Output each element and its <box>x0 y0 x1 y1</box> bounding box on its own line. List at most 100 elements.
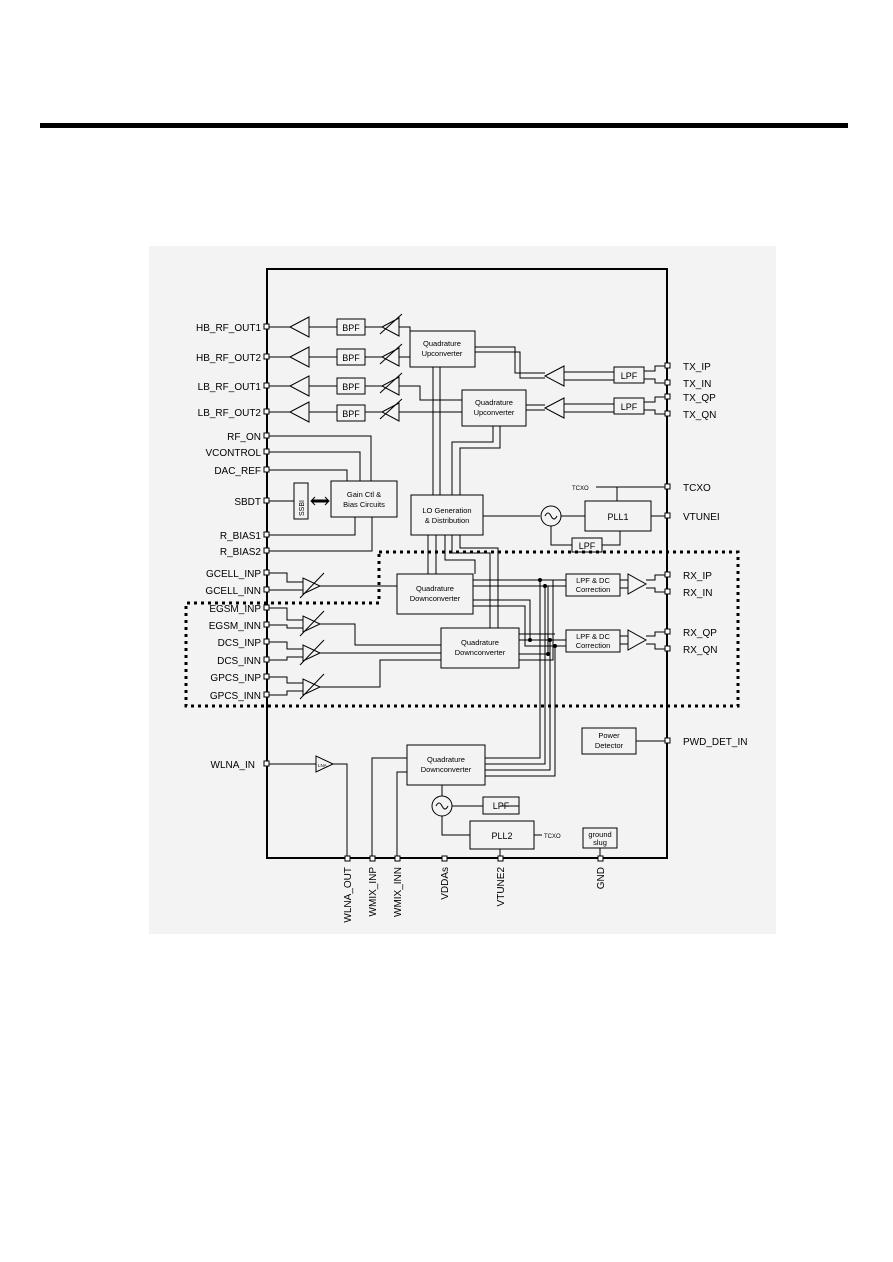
lpf-dc-correction-q <box>565 629 621 653</box>
lpf-dc-q-line2: Correction <box>576 641 611 650</box>
pll1-label: PLL1 <box>607 512 628 522</box>
pa-amplifiers <box>288 316 310 423</box>
gain-ctl-line2: Bias Circuits <box>343 500 385 509</box>
pin-label: VTUNE2 <box>496 867 507 907</box>
pin-label: HB_RF_OUT2 <box>196 353 261 364</box>
upconv1-line2: Upconverter <box>422 349 463 358</box>
quadrature-downconverter-2 <box>440 627 520 669</box>
pins <box>263 323 671 862</box>
pin-label: DCS_INP <box>218 638 262 649</box>
lo-distribution-tx <box>432 367 501 495</box>
lo-gen-line1: LO Generation <box>422 506 471 515</box>
pin-label: TX_QN <box>683 410 716 421</box>
quadrature-downconverter-1 <box>396 573 474 615</box>
rx-lna-amplifiers <box>302 577 335 773</box>
upconv2-line1: Quadrature <box>475 398 513 407</box>
rx-lna-arrows <box>299 572 325 700</box>
pin-label: TX_QP <box>683 393 716 404</box>
pin-label: RX_IP <box>683 571 712 582</box>
power-det-line2: Detector <box>595 741 624 750</box>
pin-label: TCXO <box>683 483 711 494</box>
pin-label: PWD_DET_IN <box>683 737 747 748</box>
pin-label: LB_RF_OUT1 <box>198 382 262 393</box>
pin-label: RX_IN <box>683 588 712 599</box>
pin-label: WLNA_IN <box>211 760 255 771</box>
pin-label: RX_QN <box>683 645 717 656</box>
lpf-dc-i-line2: Correction <box>576 585 611 594</box>
pin-label: EGSM_INP <box>209 604 261 615</box>
vga-amplifiers <box>380 317 400 422</box>
ssbi-label: SSBI <box>299 500 306 516</box>
lpf-label: LPF <box>621 402 638 412</box>
quadrature-downconverter-3 <box>406 744 486 786</box>
upconv1-line1: Quadrature <box>423 339 461 348</box>
lo-gen-line2: & Distribution <box>425 516 470 525</box>
lo-distribution-rx <box>427 535 499 628</box>
pin-label: DAC_REF <box>214 466 261 477</box>
tcxo-pll2-label: TCXO <box>544 834 561 840</box>
tcxo-internal-label: TCXO <box>572 486 589 492</box>
upconv2-line2: Upconverter <box>474 408 515 417</box>
wlan-dc-lines <box>485 580 556 777</box>
pin-label: GPCS_INN <box>210 691 261 702</box>
pin-label: TX_IP <box>683 362 711 373</box>
pin-label: SBDT <box>234 497 261 508</box>
bpf-label: BPF <box>342 353 360 363</box>
lpf-tx-q <box>613 397 645 415</box>
downconv2-line1: Quadrature <box>461 638 499 647</box>
downconv1-line1: Quadrature <box>416 584 454 593</box>
lpf-tx-i <box>613 366 645 384</box>
rx-region-dotted <box>184 550 740 708</box>
downconv3-line2: Downconverter <box>421 765 472 774</box>
pin-label: R_BIAS2 <box>220 547 262 558</box>
gain-ctl-bias-block <box>330 480 398 518</box>
vga-arrows <box>379 313 403 420</box>
bpf-label: BPF <box>342 409 360 419</box>
pin-label: EGSM_INN <box>209 621 261 632</box>
pin-label: WMIX_INP <box>368 867 379 917</box>
lpf-label: LPF <box>579 541 596 551</box>
quadrature-upconverter-1 <box>409 330 476 368</box>
pin-label: VTUNEI <box>683 512 720 523</box>
pin-label: WLNA_OUT <box>343 867 354 923</box>
pin-label: WMIX_INN <box>393 867 404 917</box>
pin-label: HB_RF_OUT1 <box>196 323 261 334</box>
downconv1-line2: Downconverter <box>410 594 461 603</box>
lpf-dc-i-line1: LPF & DC <box>576 576 610 585</box>
lo-generation-block <box>410 494 484 536</box>
block-diagram-background <box>149 246 776 934</box>
lna-label: LNA <box>318 763 327 768</box>
header-rule <box>40 123 848 128</box>
pin-label: GCELL_INN <box>205 586 261 597</box>
ground-slug-line1: ground <box>588 830 611 839</box>
gain-ctl-line1: Gain Ctl & <box>347 490 381 499</box>
pin-label: RF_ON <box>227 432 261 443</box>
bpf-label: BPF <box>342 323 360 333</box>
pin-label: VCONTROL <box>205 448 261 459</box>
ground-slug-line2: slug <box>593 838 607 847</box>
lpf-label: LPF <box>621 371 638 381</box>
pin-label: R_BIAS1 <box>220 531 262 542</box>
pin-label: RX_QP <box>683 628 717 639</box>
pin-label: LB_RF_OUT2 <box>198 408 262 419</box>
pll2-label: PLL2 <box>491 831 512 841</box>
downconv3-line1: Quadrature <box>427 755 465 764</box>
rx-output-amps <box>627 573 648 651</box>
pin-label: GND <box>596 867 607 889</box>
power-det-line1: Power <box>598 731 620 740</box>
pin-label: TX_IN <box>683 379 711 390</box>
lpf-dc-correction-i <box>565 573 621 597</box>
lpf-dc-q-line1: LPF & DC <box>576 632 610 641</box>
pin-label: DCS_INN <box>217 656 261 667</box>
pin-label: GPCS_INP <box>210 673 261 684</box>
lpf-label: LPF <box>493 801 510 811</box>
bpf-box-4 <box>336 404 366 422</box>
quadrature-upconverter-2 <box>461 389 527 427</box>
pin-label: VDDAs <box>440 867 451 900</box>
chip-outline <box>266 268 668 859</box>
bpf-label: BPF <box>342 382 360 392</box>
pin-label: GCELL_INP <box>206 569 261 580</box>
downconv2-line2: Downconverter <box>455 648 506 657</box>
tx-input-amps <box>543 365 565 419</box>
